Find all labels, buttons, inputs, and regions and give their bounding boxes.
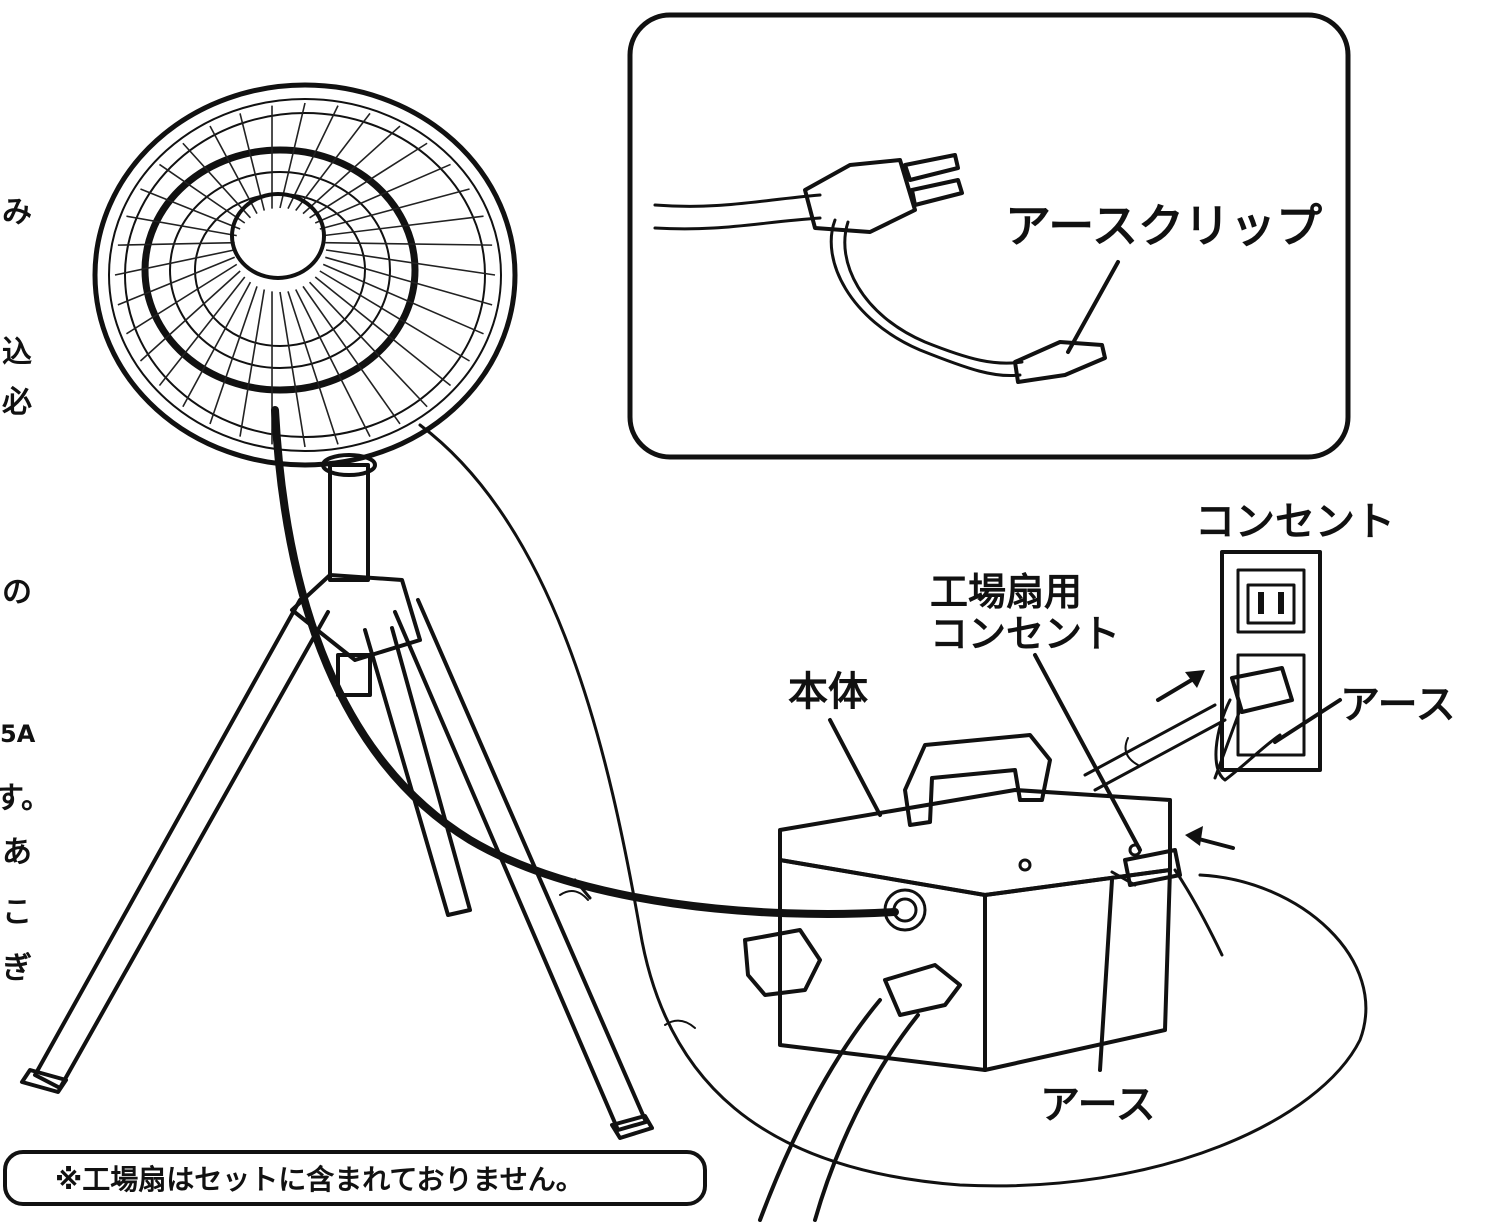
fan-spoke	[287, 105, 339, 209]
note-box: ※工場扇はセットに含まれておりません。	[3, 1150, 707, 1206]
fan-spoke	[323, 215, 484, 237]
fan-spoke	[140, 188, 241, 230]
fan-spoke	[158, 276, 246, 387]
fan-spoke	[279, 102, 306, 209]
fan-spoke	[325, 249, 496, 276]
factory-fan-illustration	[20, 82, 1368, 1188]
fan-spoke	[279, 291, 306, 448]
fan-spoke	[295, 289, 371, 437]
outlet-label: コンセント	[1195, 499, 1395, 545]
fan-spoke	[239, 113, 266, 211]
main-unit-label: 本体	[788, 669, 868, 715]
earth-clip-inset: アースクリップ	[627, 12, 1351, 460]
fan-spoke	[114, 249, 235, 276]
fan-tripod	[20, 573, 654, 1140]
fan-spoke	[182, 281, 252, 408]
earth-label-right: アース	[1340, 682, 1456, 728]
fan-guard	[92, 82, 518, 468]
fan-spoke	[325, 256, 493, 306]
cut-text-8: こ	[2, 895, 32, 930]
cut-text-1: み	[2, 195, 32, 230]
cut-text-7: あ	[2, 835, 32, 870]
cut-text-6: す。	[0, 781, 51, 816]
fan-spoke	[287, 291, 339, 445]
fan-outlet-label-line2: コンセント	[930, 612, 1120, 656]
cut-text-4: の	[2, 575, 32, 610]
fan-spoke	[182, 142, 252, 219]
fan-spoke	[308, 281, 428, 408]
fan-spoke	[126, 215, 237, 237]
cut-text-9: ぎ	[2, 951, 32, 986]
fan-spoke	[302, 125, 401, 215]
fan-spoke	[158, 163, 246, 224]
fan-spoke	[239, 289, 266, 437]
earth-clip-label: アースクリップ	[1005, 199, 1322, 253]
fan-spoke	[325, 241, 493, 246]
fan-spoke	[117, 256, 236, 306]
cut-text-2: 込	[2, 335, 32, 370]
fan-outlet-label-line1: 工場扇用	[930, 570, 1082, 614]
fan-spoke	[126, 263, 238, 335]
fan-outlet-on-unit: 工場扇用 コンセント アース	[930, 570, 1235, 1128]
cut-text-5: 5A	[0, 720, 36, 748]
fan-spoke	[322, 263, 484, 335]
fan-spoke	[314, 163, 451, 224]
main-unit-box: 本体	[743, 669, 1172, 1222]
fan-spoke	[295, 112, 371, 212]
note-text: ※工場扇はセットに含まれておりません。	[55, 1163, 584, 1196]
fan-spoke	[319, 188, 470, 230]
fan-spoke	[314, 276, 452, 387]
fan-spoke	[209, 125, 258, 215]
fan-spoke	[139, 270, 241, 362]
fan-spoke	[319, 270, 470, 362]
wall-outlet: コンセント アース	[1156, 499, 1456, 782]
cut-text-3: 必	[2, 385, 32, 420]
fan-power-cord	[271, 406, 899, 918]
cut-off-text-column: み 込 必 の 5A す。 あ こ ぎ	[0, 195, 51, 986]
fan-spoke	[117, 241, 235, 246]
fan-pole	[328, 463, 370, 582]
fan-spoke	[209, 286, 258, 425]
earth-label-bottom: アース	[1040, 1082, 1156, 1128]
fan-spoke	[302, 285, 401, 425]
fan-spoke	[309, 142, 428, 219]
fan-earth-wire	[418, 423, 1368, 1188]
